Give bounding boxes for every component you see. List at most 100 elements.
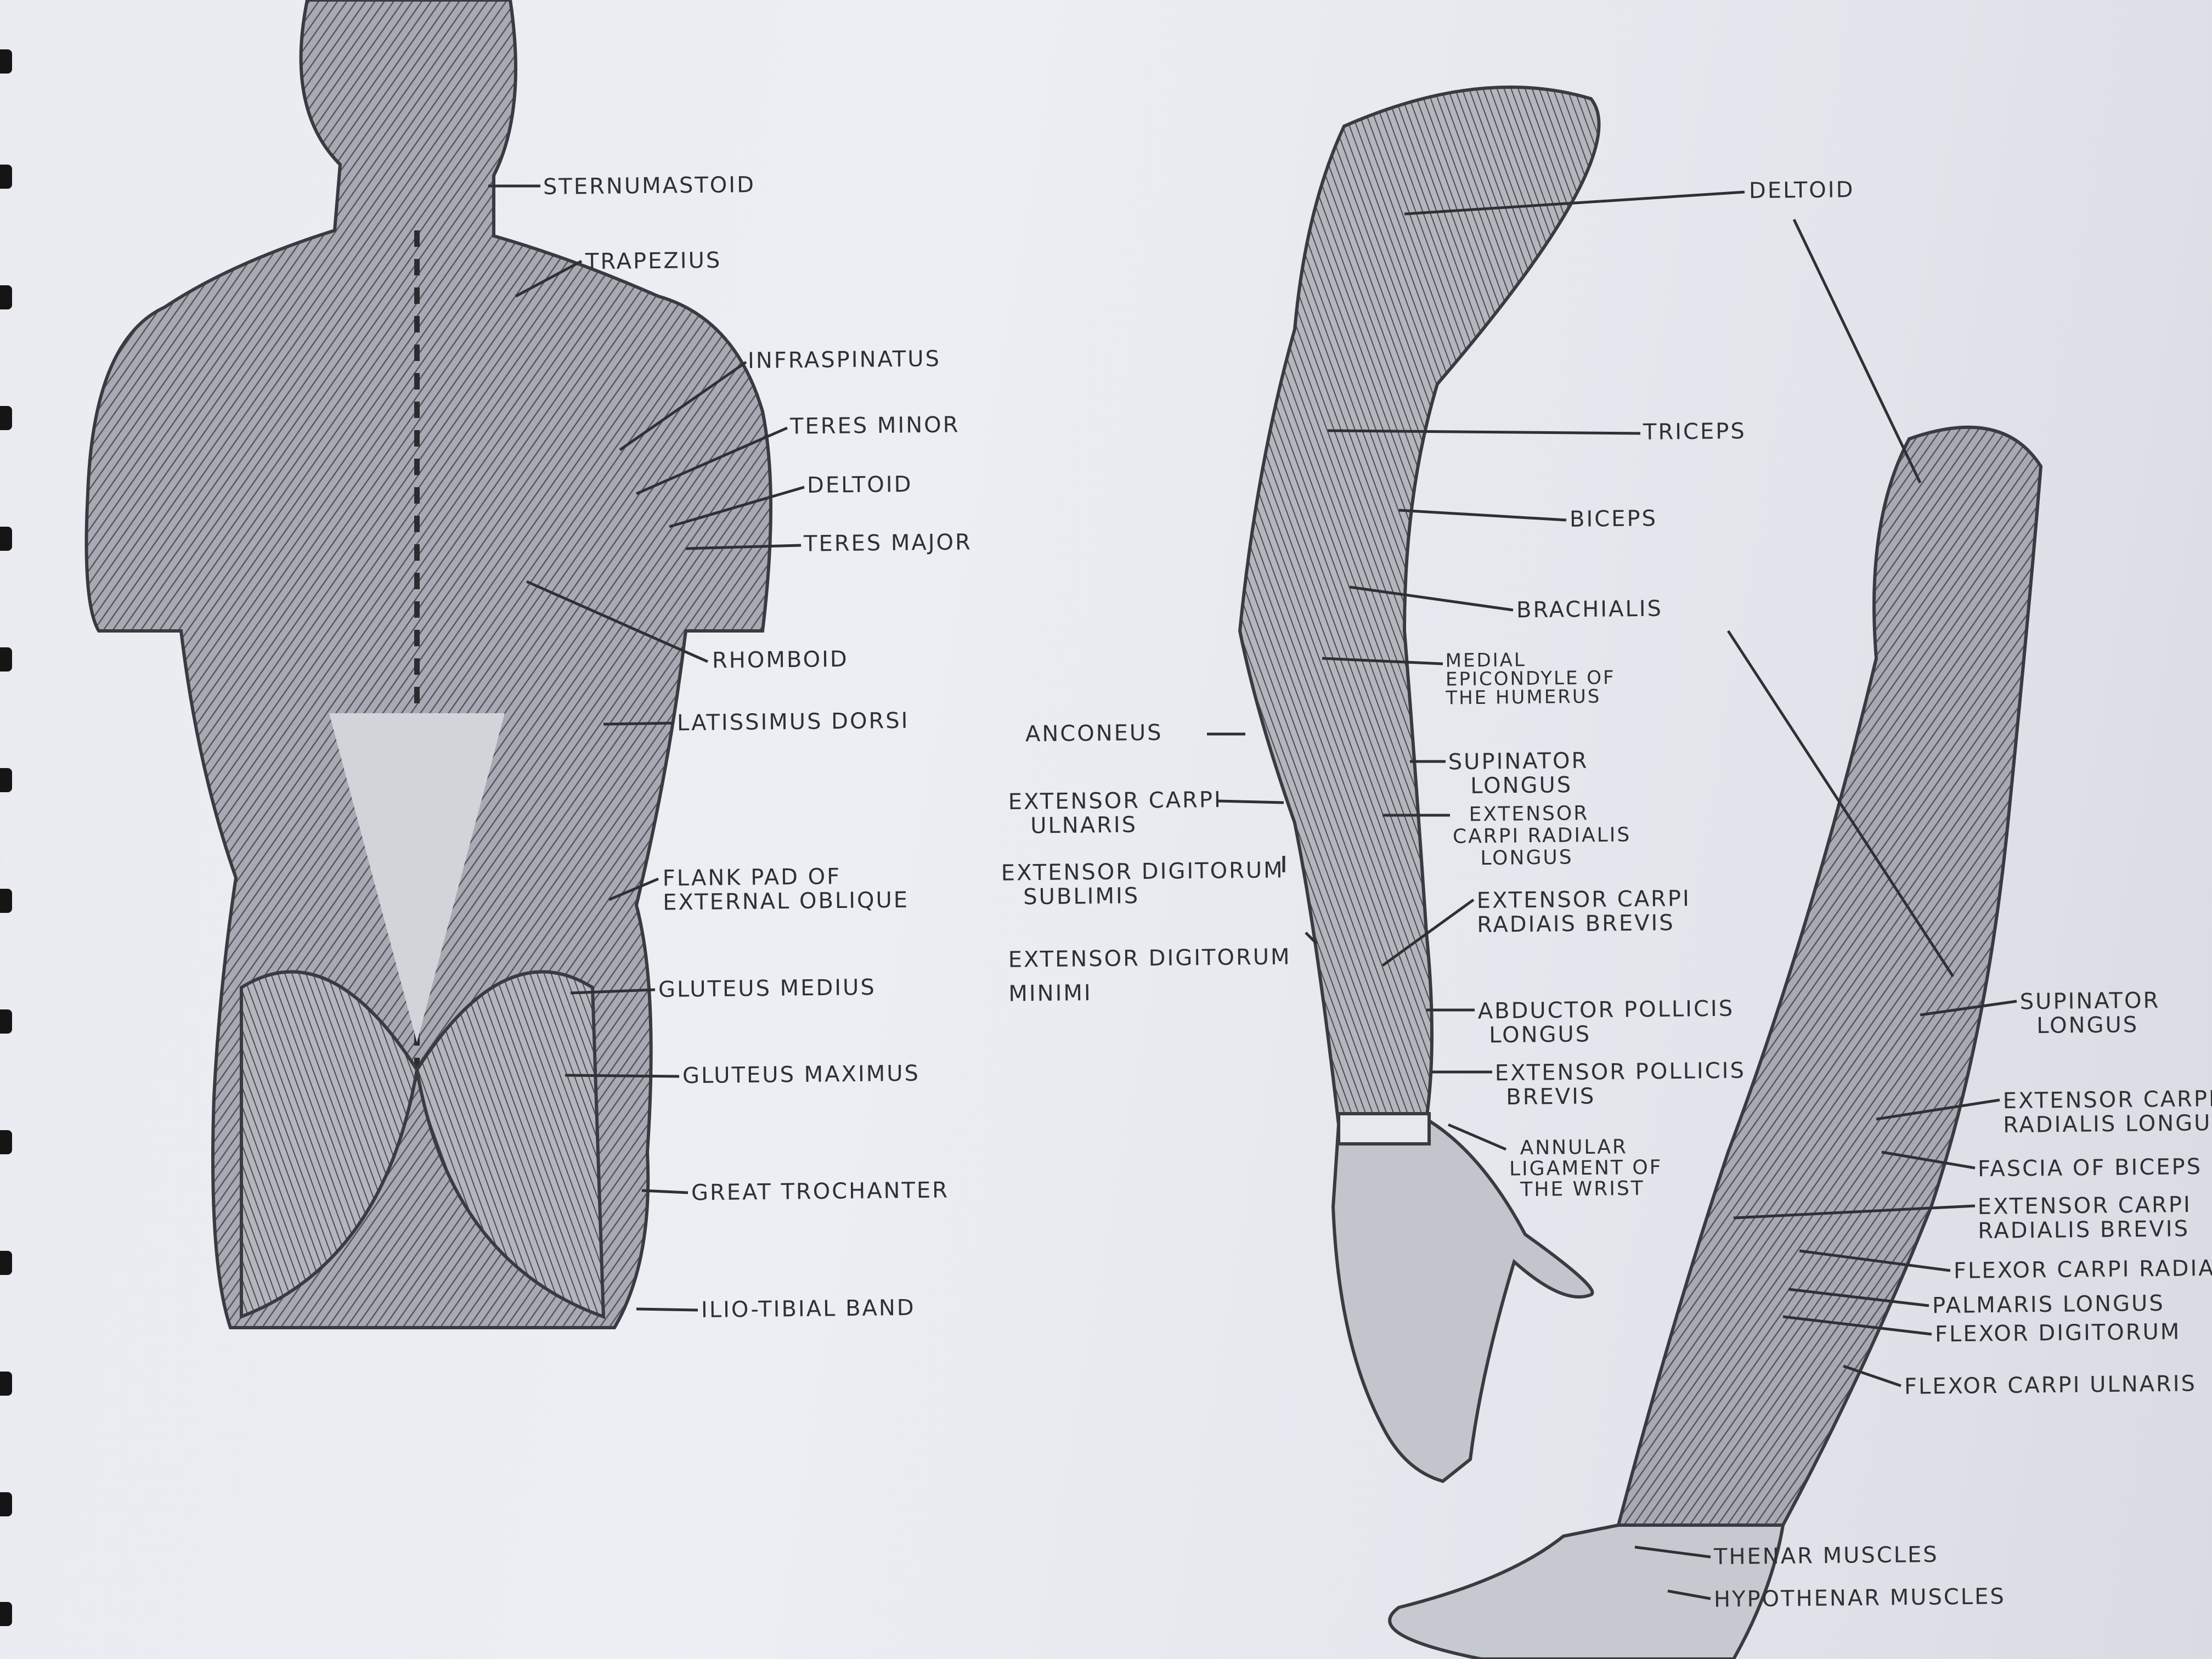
label-flexor-carpi-ulnaris: Flexor Carpi Ulnaris [1904, 1371, 2197, 1400]
label-line: Ilio-Tibial Band [701, 1295, 916, 1323]
label-line: the Humerus [1446, 685, 1601, 709]
label-great-trochanter: Great Trochanter [691, 1177, 950, 1206]
binding-ring [0, 165, 12, 189]
binding-ring [0, 406, 12, 430]
label-line: Flexor Carpi Ulnaris [1904, 1371, 2197, 1400]
binding-ring [0, 527, 12, 551]
label-line: Sternumastoid [543, 172, 756, 200]
label-line: Longus [1489, 1022, 1592, 1048]
label-line: Flexor Digitorum [1934, 1319, 2181, 1347]
label-biceps: Biceps [1570, 506, 1657, 532]
label-extensor-digitorum-minimi: Extensor DigitorumMinimi [1008, 940, 1291, 1011]
label-line: Supinator [1448, 748, 1589, 775]
label-teres-minor: Teres Minor [789, 412, 960, 439]
label-line: Extensor Carpi [2002, 1086, 2212, 1114]
label-line: Latissimus Dorsi [676, 708, 910, 736]
label-line: Extensor Carpi [1008, 787, 1222, 815]
label-line: Biceps [1569, 506, 1658, 532]
label-gluteus-medius: Gluteus Medius [658, 975, 876, 1002]
binding-ring [0, 1492, 12, 1516]
label-line: Minimi [1008, 980, 1092, 1007]
label-line: Trapezius [585, 247, 722, 275]
label-medial-epicondyle: MedialEpicondyle ofthe Humerus [1445, 649, 1616, 709]
label-line: Deltoid [806, 471, 913, 499]
label-extensor-carpi-radialis-brevis-front: Extensor CarpiRadialis Brevis [1977, 1192, 2192, 1244]
arm-anterior-figure [1388, 425, 2043, 1659]
label-extensor-digitorum-sublimis: Extensor DigitorumSublimis [1001, 857, 1285, 910]
label-flank-pad: Flank Pad ofExternal Oblique [663, 864, 910, 915]
label-line: Extensor Digitorum [1008, 944, 1291, 973]
label-line: Gluteus Maximus [682, 1060, 921, 1089]
label-line: Carpi Radialis [1452, 823, 1632, 848]
label-line: Ligament of [1509, 1156, 1663, 1181]
label-flexor-digitorum: Flexor Digitorum [1934, 1319, 2181, 1347]
label-line: Hypothenar Muscles [1713, 1584, 2006, 1612]
label-line: Brachialis [1516, 596, 1663, 623]
label-deltoid-arm: Deltoid [1748, 177, 1855, 204]
label-line: Flexor Carpi Radialis [1953, 1255, 2212, 1284]
binding-ring [0, 1009, 12, 1034]
label-line: Radialis Brevis [1978, 1216, 2190, 1244]
label-hypothenar-muscles: Hypothenar Muscles [1714, 1584, 2006, 1612]
label-line: Annular [1520, 1136, 1628, 1160]
label-thenar-muscles: Thenar Muscles [1713, 1542, 1939, 1570]
label-line: Triceps [1643, 419, 1746, 445]
label-line: Extensor [1469, 802, 1589, 826]
label-line: Gluteus Medius [658, 974, 876, 1003]
binding-ring [0, 1130, 12, 1154]
binding-ring [0, 768, 12, 792]
binding-ring [0, 49, 12, 74]
label-latissimus-dorsi: Latissimus Dorsi [676, 708, 910, 736]
label-line: Longus [2036, 1012, 2139, 1039]
label-rhomboid: Rhomboid [712, 647, 849, 674]
label-fascia-of-biceps: Fascia of Biceps [1978, 1154, 2203, 1182]
label-extensor-carpi-radialis-longus-front: Extensor CarpiRadialis Longus [2002, 1086, 2212, 1138]
label-flexor-carpi-radialis: Flexor Carpi Radialis [1953, 1255, 2212, 1284]
label-line: Infraspinatus [747, 346, 941, 374]
label-line: Deltoid [1748, 177, 1855, 204]
label-line: Longus [1470, 772, 1573, 799]
label-extensor-carpi-ulnaris: Extensor CarpiUlnaris [1008, 787, 1223, 839]
binding-ring [0, 1372, 12, 1396]
label-line: Extensor Carpi [1977, 1192, 2192, 1220]
label-line: Teres Minor [789, 412, 960, 439]
label-line: Longus [1480, 846, 1573, 870]
label-anconeus: Anconeus [1025, 720, 1163, 747]
label-sternumastoid: Sternumastoid [543, 172, 756, 200]
label-line: Teres Major [803, 529, 973, 557]
back-muscle-figure [84, 0, 772, 1329]
label-supinator-longus: SupinatorLongus [1448, 748, 1589, 799]
label-infraspinatus: Infraspinatus [747, 346, 941, 374]
label-line: Radiais Brevis [1477, 910, 1675, 938]
label-line: Thenar Muscles [1713, 1542, 1939, 1570]
binding-ring [0, 889, 12, 913]
label-triceps: Triceps [1643, 419, 1746, 445]
label-abductor-pollicis-longus: Abductor PollicisLongus [1478, 996, 1735, 1048]
label-trapezius: Trapezius [585, 247, 722, 275]
label-line: Sublimis [1023, 883, 1140, 910]
label-line: the Wrist [1520, 1177, 1645, 1201]
label-line: Radialis Longus [2003, 1110, 2212, 1138]
label-line: Great Trochanter [691, 1177, 950, 1206]
binding-ring [0, 1602, 12, 1626]
binding-ring [0, 1251, 12, 1275]
label-extensor-pollicis-brevis: Extensor PollicisBrevis [1494, 1058, 1746, 1110]
label-line: External Oblique [663, 887, 910, 916]
label-supinator-longus-front: SupinatorLongus [2020, 988, 2160, 1039]
label-line: Extensor Carpi [1476, 885, 1691, 914]
binding-ring [0, 647, 12, 672]
label-annular-ligament: AnnularLigament ofthe Wrist [1509, 1136, 1663, 1201]
label-palmaris-longus: Palmaris Longus [1932, 1291, 2165, 1318]
label-extensor-carpi-radialis-longus: ExtensorCarpi RadialisLongus [1452, 802, 1632, 870]
arm-posterior-figure [1238, 85, 1601, 1483]
label-teres-major: Teres Major [803, 529, 973, 557]
label-gluteus-maximus: Gluteus Maximus [682, 1060, 921, 1089]
label-line: Extensor Pollicis [1494, 1058, 1746, 1086]
label-line: Ulnaris [1030, 812, 1138, 839]
label-line: Extensor Digitorum [1001, 857, 1284, 886]
label-deltoid: Deltoid [807, 472, 913, 498]
label-line: Anconeus [1025, 720, 1163, 747]
label-ilio-tibial-band: Ilio-Tibial Band [701, 1295, 916, 1323]
leader-lines [488, 184, 2017, 1600]
